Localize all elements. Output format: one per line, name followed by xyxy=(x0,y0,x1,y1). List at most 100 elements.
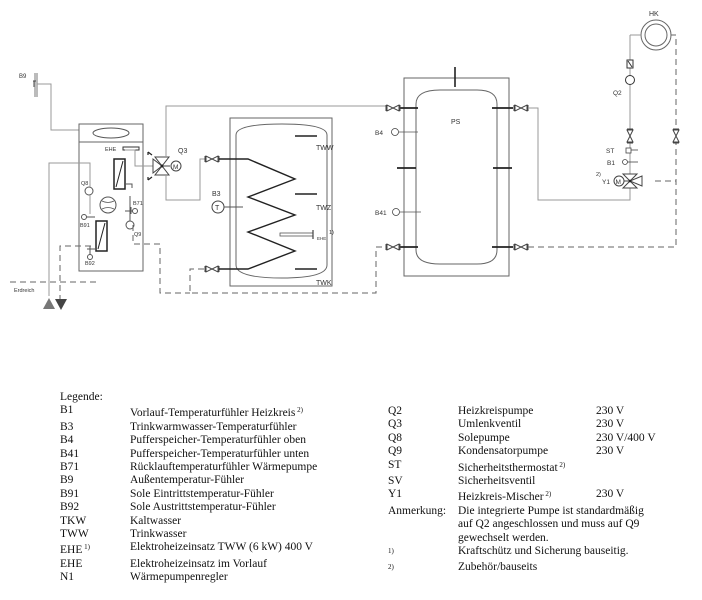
return-piping xyxy=(132,35,677,294)
legend-description: Sicherheitsthermostat 2) xyxy=(458,460,566,474)
label-t-b3: T xyxy=(215,205,220,212)
legend-item: EHE Elektroheizeinsatz im Vorlauf xyxy=(60,558,317,571)
legend-item: Y1 Heizkreis-Mischer 2) 230 V xyxy=(388,488,656,504)
footnote-1: 1) Kraftschütz und Sicherung bauseitig. xyxy=(388,545,629,558)
legend-description: Pufferspeicher-Temperaturfühler unten xyxy=(130,447,310,460)
legend-item: B4 Pufferspeicher-Temperaturfühler oben xyxy=(60,434,317,447)
label-b91: B91 xyxy=(80,223,90,229)
label-twk: TWK xyxy=(316,280,332,287)
legend-description: Sole Eintrittstemperatur-Fühler xyxy=(130,487,274,500)
legend-item: TKW Kaltwasser xyxy=(60,515,317,528)
legend-code: EHE xyxy=(60,557,83,570)
legend-item: EHE 1)Elektroheizeinsatz TWW (6 kW) 400 … xyxy=(60,541,317,557)
label-hk: HK xyxy=(649,11,659,18)
legend-code: EHE 1) xyxy=(60,543,90,557)
label-ehe-hp: EHE xyxy=(105,147,117,153)
legend-code: B92 xyxy=(60,501,80,514)
mixer-motor-icon xyxy=(613,175,625,187)
legend-item: B71 Rücklauftemperaturfühler Wärmepumpe xyxy=(60,461,317,474)
legend-code: N1 xyxy=(60,571,75,584)
legend-item: B91 Sole Eintrittstemperatur-Fühler xyxy=(60,488,317,501)
legend-description: Elektroheizeinsatz im Vorlauf xyxy=(130,557,267,570)
legend-description: Pufferspeicher-Temperaturfühler oben xyxy=(130,434,306,447)
label-b9: B9 xyxy=(19,74,27,80)
label-b71: B71 xyxy=(133,201,143,207)
legend-description: Rücklauftemperaturfühler Wärmepumpe xyxy=(130,461,318,474)
label-ehe-tank: EHE xyxy=(317,236,326,241)
legend-code: B71 xyxy=(60,461,80,474)
legend-item: TWW Trinkwasser xyxy=(60,528,317,541)
label-motor-q3: M xyxy=(173,164,178,171)
compressor-icon xyxy=(99,196,117,214)
label-b4: B4 xyxy=(375,130,383,137)
ground-brine-circuit: Erdreich xyxy=(10,245,96,310)
safety-thermostat-st-icon xyxy=(625,147,632,154)
legend-code: Q2 xyxy=(388,405,403,417)
legend-item: B92 Sole Austrittstemperatur-Fühler xyxy=(60,501,317,514)
label-ehe-tank-note: 1) xyxy=(329,230,334,236)
label-y1: Y1 xyxy=(602,179,610,186)
heating-pump-q2-icon xyxy=(625,75,635,85)
note-label: Anmerkung: xyxy=(388,504,447,517)
legend-code: Q8 xyxy=(388,431,403,444)
footnote-2: 2) Zubehör/bauseits xyxy=(388,561,538,574)
note-text: Die integrierte Pumpe ist standardmäßig … xyxy=(458,504,644,544)
label-motor-y1: M xyxy=(616,179,621,186)
legend-item: ST Sicherheitsthermostat 2) xyxy=(388,459,656,475)
label-q8: Q8 xyxy=(81,181,88,187)
legend-code: ST xyxy=(388,458,402,471)
legend-description: Heizkreis-Mischer 2) xyxy=(458,490,552,504)
legend-description: Wärmepumpenregler xyxy=(130,571,228,584)
supply-piping xyxy=(528,107,631,201)
outdoor-sensor-b9: B9 xyxy=(19,73,79,131)
label-q3: Q3 xyxy=(178,148,187,155)
legend-item: Q9 Kondensatorpumpe 230 V xyxy=(388,445,656,458)
legend-title: Legende: xyxy=(60,391,103,403)
diverter-valve-q3: M Q3 xyxy=(147,105,386,201)
legend-code: B4 xyxy=(60,434,74,447)
label-b41: B41 xyxy=(375,210,387,217)
legend-description: Umlenkventil xyxy=(458,418,522,431)
label-q9: Q9 xyxy=(134,232,141,238)
legend-voltage: 230 V xyxy=(596,445,625,458)
sensor-b4-icon xyxy=(391,128,399,136)
sensor-b41-icon xyxy=(392,208,400,216)
legend-note: Anmerkung: Die integrierte Pumpe ist sta… xyxy=(388,505,656,545)
legend-description: Sole Austrittstemperatur-Fühler xyxy=(130,501,276,514)
legend-item: N1 Wärmepumpenregler xyxy=(60,571,317,584)
legend-code: B91 xyxy=(60,487,80,500)
legend-description: Solepumpe xyxy=(458,431,510,444)
legend-code: Q9 xyxy=(388,445,403,458)
legend-code: TKW xyxy=(60,514,87,527)
label-y1-note: 2) xyxy=(596,172,601,178)
legend-code: B41 xyxy=(60,447,80,460)
legend-description: Trinkwarmwasser-Temperaturfühler xyxy=(130,420,297,433)
label-st: ST xyxy=(606,148,614,155)
heat-exchanger-coil-icon xyxy=(219,158,298,270)
legend-item: B41 Pufferspeicher-Temperaturfühler unten xyxy=(60,448,317,461)
motor-icon xyxy=(170,160,182,172)
controller-display-icon xyxy=(92,127,130,139)
heating-circuit: HK Q2 ST B1 M Y1 2) xyxy=(596,11,680,189)
label-b92: B92 xyxy=(85,261,95,267)
legend-code: Y1 xyxy=(388,488,403,501)
label-b3: B3 xyxy=(212,191,221,198)
legend-code: TWW xyxy=(60,528,89,541)
legend-description: Trinkwasser xyxy=(130,528,187,541)
legend-description: Kaltwasser xyxy=(130,514,182,527)
label-tww: TWW xyxy=(316,145,334,152)
label-erdreich: Erdreich xyxy=(14,288,34,294)
legend-description: Kondensatorpumpe xyxy=(458,445,549,458)
legend-code: SV xyxy=(388,475,403,488)
legend-voltage: 230 V xyxy=(596,488,625,501)
label-ps: PS xyxy=(451,119,461,126)
